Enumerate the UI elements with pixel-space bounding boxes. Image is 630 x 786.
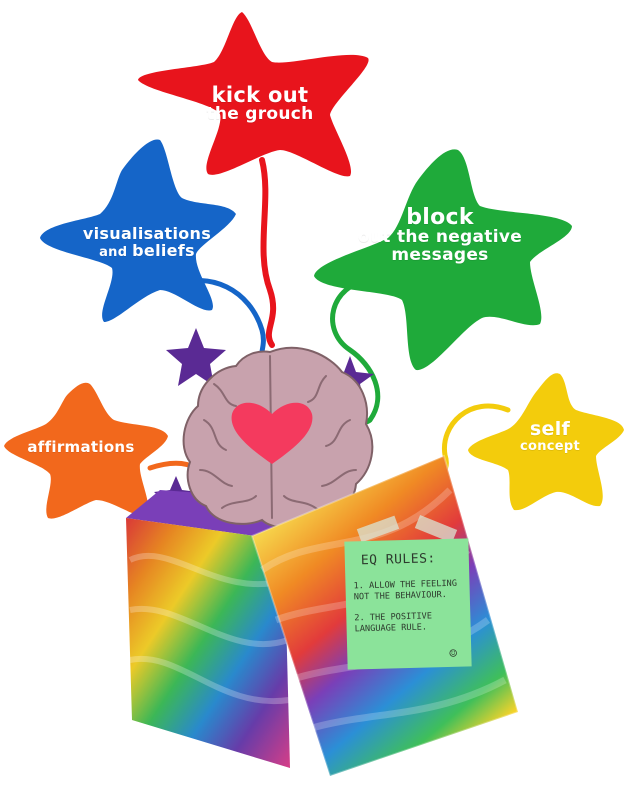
note-title: EQ RULES: bbox=[360, 551, 436, 569]
visual-line2a: and bbox=[99, 244, 133, 260]
box-lid bbox=[250, 454, 520, 778]
note-rule-1: 1. ALLOW THE FEELING NOT THE BEHAVIOUR. bbox=[353, 578, 458, 603]
red-star-shape bbox=[138, 12, 369, 177]
rainbow-box bbox=[126, 490, 300, 768]
affirm-star-label: affirmations bbox=[6, 438, 156, 456]
green-star-shape bbox=[314, 149, 572, 371]
visual-line2: and beliefs bbox=[52, 240, 242, 260]
orange-star-shape bbox=[4, 382, 168, 519]
grouch-line2: the grouch bbox=[206, 104, 314, 125]
heart-icon bbox=[231, 402, 313, 464]
smile-icon: ☺ bbox=[449, 646, 458, 662]
visual-line2b: beliefs bbox=[132, 240, 195, 260]
blue-star-shape bbox=[40, 139, 236, 322]
self-star-label: self concept bbox=[500, 418, 600, 454]
block-line3: messages bbox=[391, 244, 489, 265]
block-line2: out the negative bbox=[357, 227, 523, 248]
grouch-line1: kick out bbox=[211, 83, 309, 107]
self-line1: self bbox=[529, 418, 571, 440]
grouch-star-label: kick out the grouch bbox=[180, 84, 340, 124]
block-line1: block bbox=[406, 205, 474, 230]
block-star-label: block out the negative messages bbox=[330, 206, 550, 265]
visual-line1: visualisations bbox=[82, 224, 212, 243]
brain bbox=[182, 346, 374, 529]
eq-rules-note: EQ RULES: 1. ALLOW THE FEELING NOT THE B… bbox=[344, 538, 471, 669]
grouch-string bbox=[259, 157, 277, 348]
yellow-star-shape bbox=[468, 373, 624, 511]
visual-star-label: visualisations and beliefs bbox=[52, 224, 242, 260]
note-rule-2: 2. THE POSITIVE LANGUAGE RULE. bbox=[354, 611, 433, 635]
affirm-line1: affirmations bbox=[27, 438, 135, 456]
self-line2: concept bbox=[519, 438, 581, 454]
